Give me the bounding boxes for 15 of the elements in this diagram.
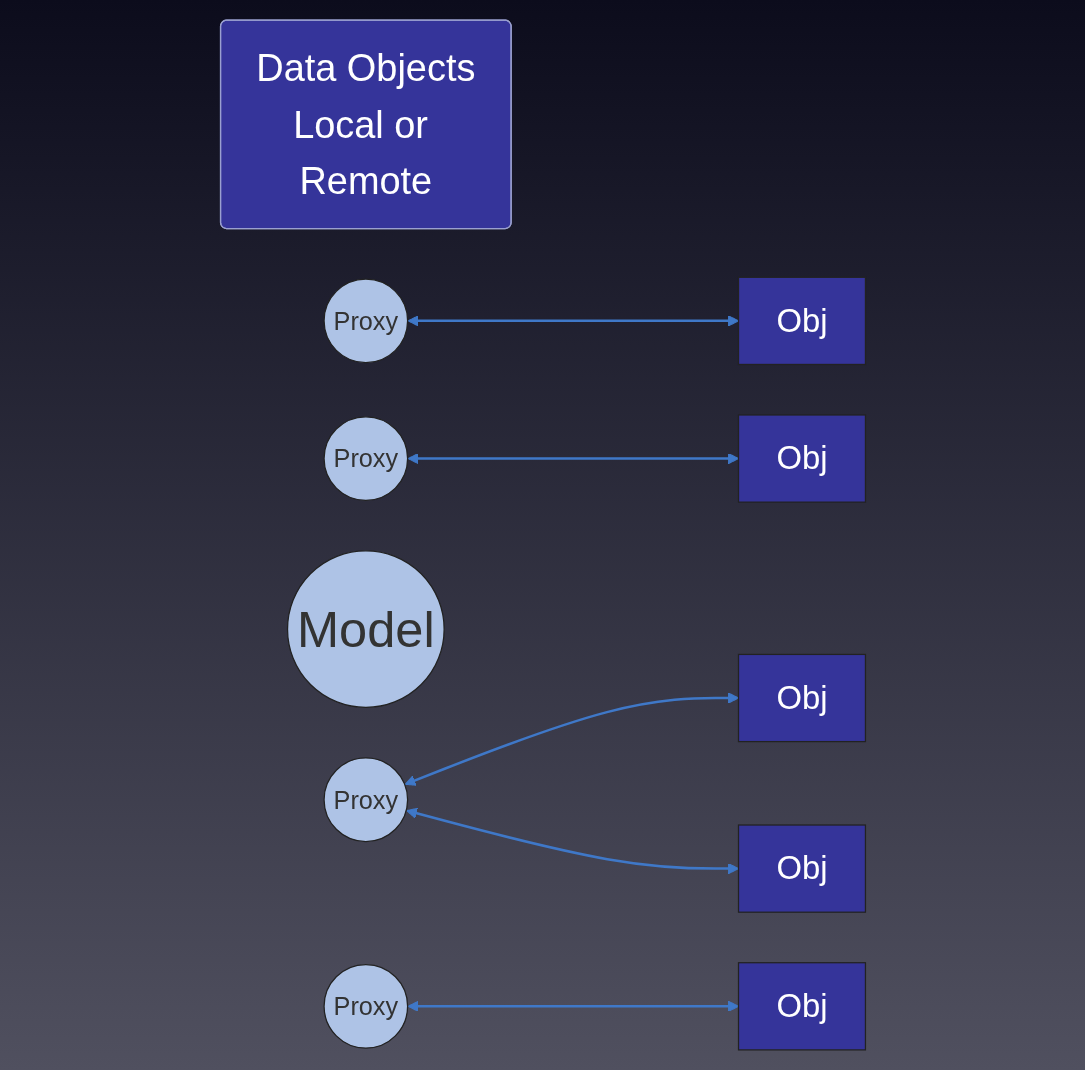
- node-circle: Proxy: [322, 757, 408, 843]
- node-box: Obj: [737, 414, 866, 503]
- node-circle: Model: [286, 550, 445, 709]
- arrow: [405, 807, 739, 875]
- arrow: [407, 315, 739, 327]
- arrow: [404, 692, 739, 786]
- arrow: [407, 453, 739, 465]
- node-box: Obj: [737, 276, 866, 366]
- node-box: Obj: [737, 824, 866, 913]
- node-box: Obj: [737, 962, 866, 1051]
- node-box: Obj: [737, 653, 866, 743]
- node-circle: Proxy: [322, 963, 408, 1049]
- node-circle: Proxy: [322, 416, 408, 501]
- node-circle: Proxy: [322, 278, 408, 364]
- arrow: [407, 1000, 739, 1012]
